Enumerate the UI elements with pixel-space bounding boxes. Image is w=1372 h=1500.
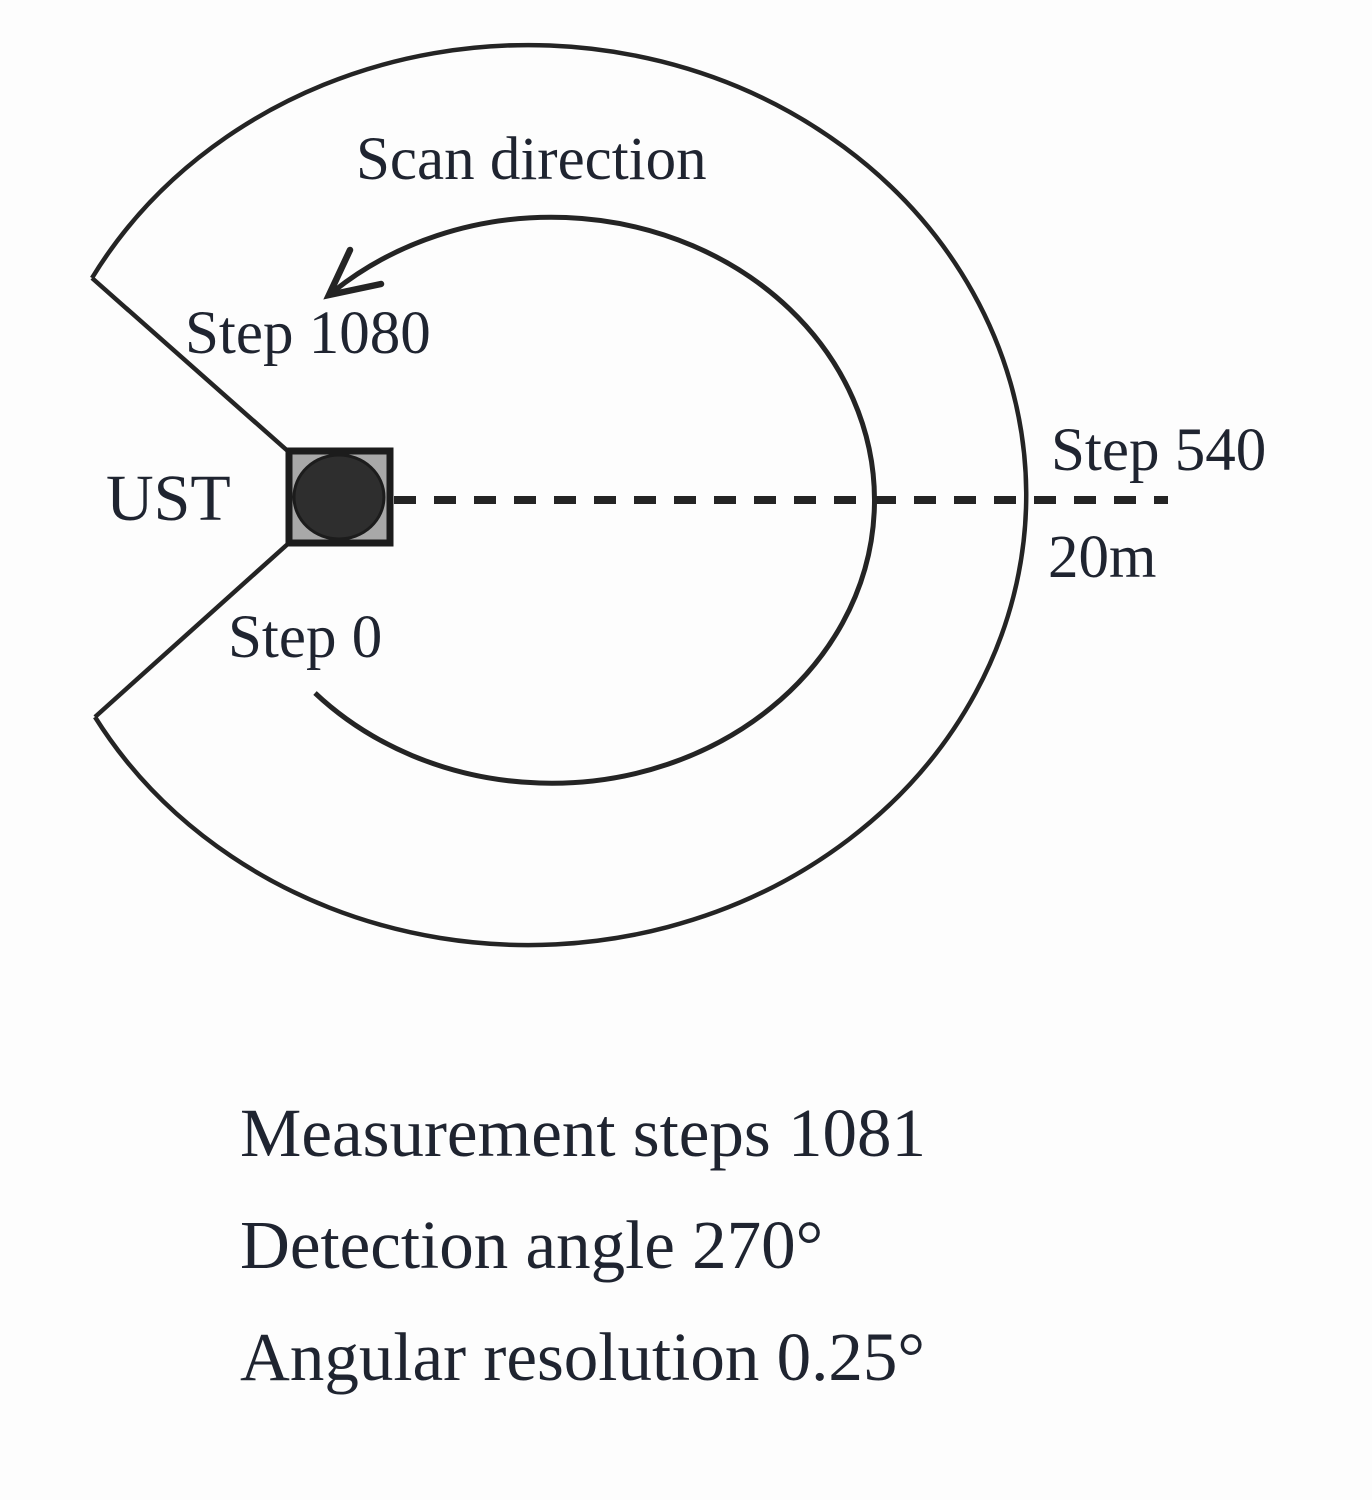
step-540-label: Step 540 [1051,417,1267,484]
range-label: 20m [1048,524,1157,591]
spec-detection-angle: Detection angle 270° [240,1207,824,1283]
sensor-lens [292,453,386,541]
scan-direction-arrowhead-icon [323,246,385,300]
wedge-lower-edge-line [93,540,292,719]
spec-angular-resolution: Angular resolution 0.25° [240,1319,925,1395]
scan-direction-arc [313,214,877,786]
detection-boundary-arc [90,42,1029,948]
step-1080-label: Step 1080 [185,300,431,367]
scan-direction-label: Scan direction [356,126,707,193]
wedge-upper-edge-line [90,276,292,455]
step-0-label: Step 0 [228,604,383,671]
sensor-label: UST [106,462,231,535]
spec-measurement-steps: Measurement steps 1081 [240,1095,927,1171]
